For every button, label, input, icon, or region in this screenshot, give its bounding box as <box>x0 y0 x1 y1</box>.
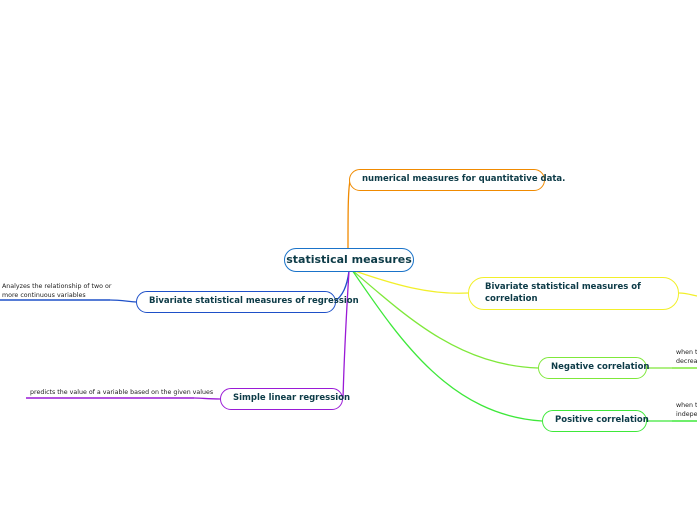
topic-positive-correlation[interactable]: Positive correlation <box>542 410 649 432</box>
topic-label: Simple linear regression <box>233 393 351 404</box>
note-line: decreas <box>676 358 697 366</box>
topic-label: numerical measures for quantitative data… <box>362 174 566 185</box>
note-line: more continuous variables <box>2 292 86 300</box>
note-simple: predicts the value of a variable based o… <box>30 388 213 397</box>
topic-negative-correlation[interactable]: Negative correlation <box>538 357 650 379</box>
link-correlation-note <box>678 292 697 297</box>
topic-numerical-measures[interactable]: numerical measures for quantitative data… <box>349 169 565 191</box>
note-line: Analyzes the relationship of two or <box>2 283 112 290</box>
topic-label: Negative correlation <box>551 362 650 373</box>
note-line: predicts the value of a variable based o… <box>30 389 214 396</box>
root-label: statistical measures <box>286 252 412 266</box>
topic-label: Bivariate statistical measures of correl… <box>485 282 641 304</box>
link-regression-note <box>109 299 137 303</box>
topic-bivariate-regression[interactable]: Bivariate statistical measures of regres… <box>136 291 359 313</box>
topic-simple-linear-regression[interactable]: Simple linear regression <box>220 388 350 410</box>
topic-bivariate-correlation[interactable]: Bivariate statistical measures of correl… <box>468 277 679 310</box>
note-line: indeper <box>676 411 697 419</box>
topic-label: Positive correlation <box>555 415 649 426</box>
link-root-simple <box>342 270 350 400</box>
link-root-positive <box>351 269 543 422</box>
link-root-numerical <box>347 180 351 249</box>
note-line: when th <box>676 402 697 409</box>
note-positive: when th indeper <box>676 401 697 419</box>
note-line: when th <box>676 349 697 356</box>
root-node-statistical-measures[interactable]: statistical measures <box>284 248 414 272</box>
note-negative: when th decreas <box>676 348 697 366</box>
link-root-negative <box>351 269 539 369</box>
link-root-correlation <box>351 269 469 294</box>
note-regression: Analyzes the relationship of two or more… <box>2 282 111 300</box>
topic-label: Bivariate statistical measures of regres… <box>149 296 359 307</box>
link-simple-note <box>193 397 221 400</box>
